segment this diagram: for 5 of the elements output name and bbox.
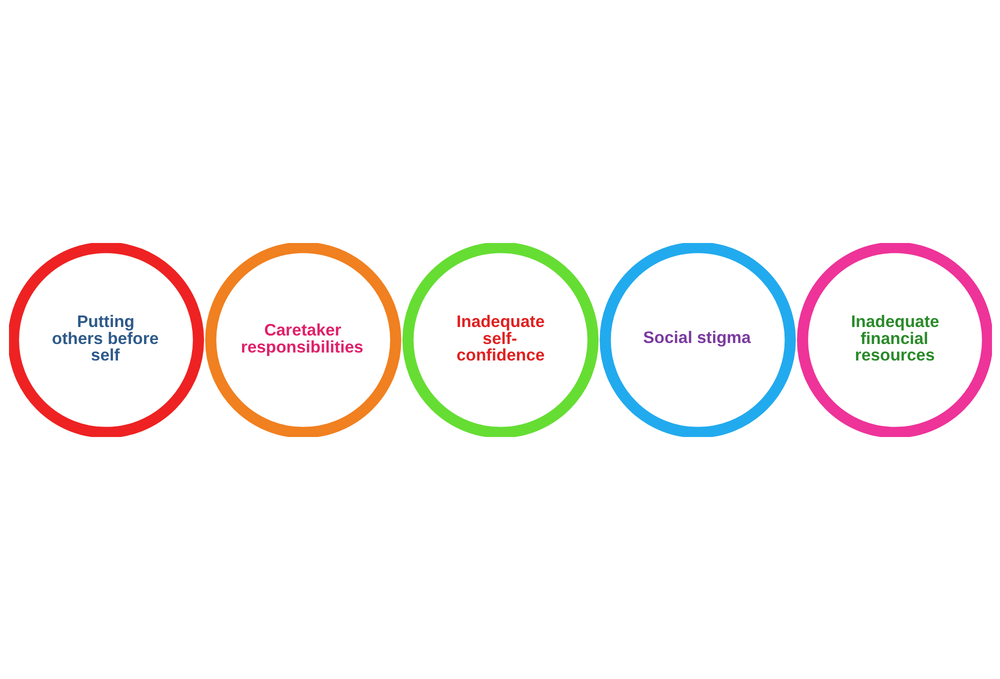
node-circle: Putting others before self [8,242,204,436]
node-circle: Caretaker responsibilities [204,242,401,436]
node-circle: Inadequate self-confidence [402,242,598,436]
node-circle: Social stigma [599,242,796,436]
node-circle: Inadequate financial resources [796,242,992,436]
